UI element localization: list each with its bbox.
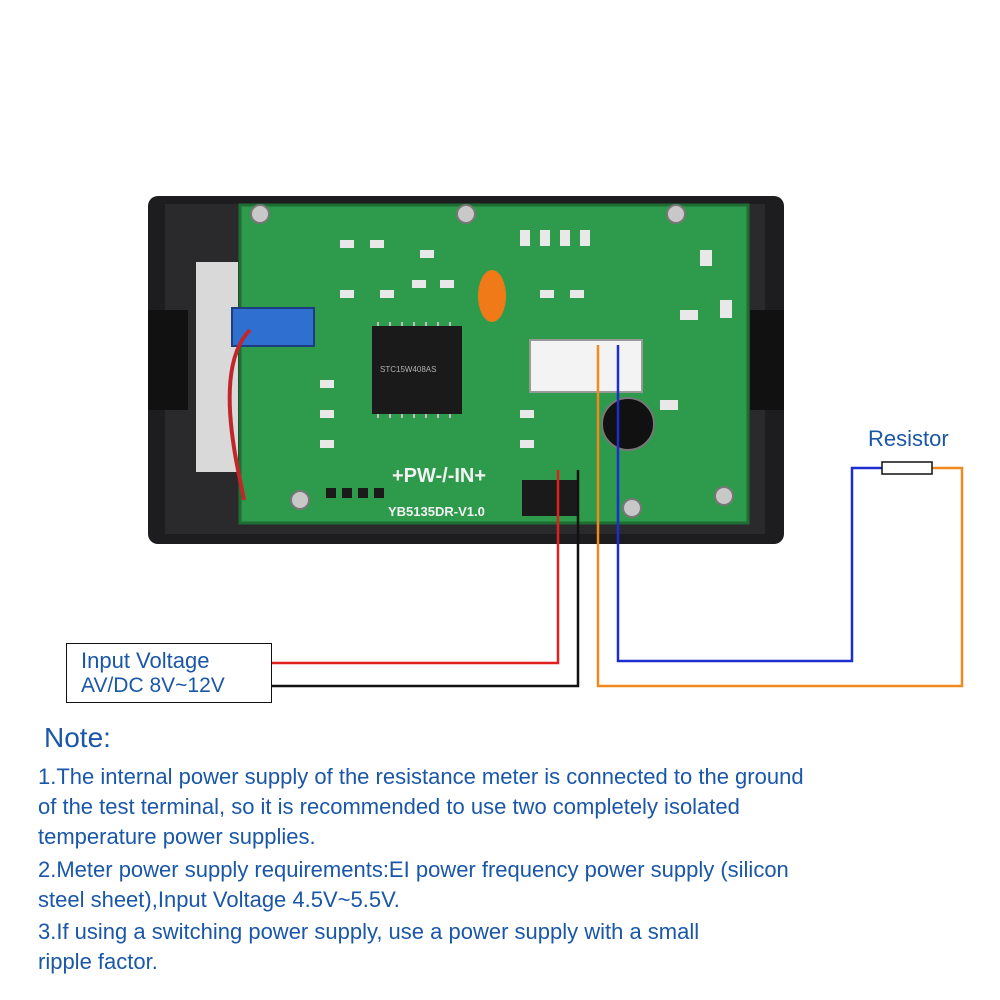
input-voltage-box: Input Voltage AV/DC 8V~12V (66, 643, 272, 703)
chip-marking: STC15W408AS (380, 365, 436, 374)
pcb-model-silkscreen: YB5135DR-V1.0 (388, 504, 485, 519)
pads-grid (326, 488, 384, 498)
screw-right (714, 486, 734, 506)
pcb-board (240, 205, 748, 523)
pcb-terminal-silkscreen: +PW-/-IN+ (392, 465, 486, 487)
resistor-label: Resistor (868, 426, 949, 451)
smd-components (320, 230, 732, 448)
resistor-symbol (881, 461, 933, 475)
meter-photo-diagram: +PW-/-IN+ YB5135DR-V1.0 STC15W408AS (148, 196, 964, 688)
board-wire (227, 328, 252, 501)
housing-clip-right (750, 310, 784, 410)
chip-pins (377, 322, 451, 418)
terminal-header (522, 480, 578, 516)
wire-black (272, 470, 580, 688)
note-title: Note: (44, 722, 111, 753)
wire-blue (616, 345, 882, 663)
microcontroller-chip (372, 326, 462, 414)
screw-top-mid (456, 204, 476, 224)
wire-red (272, 470, 560, 665)
electrolytic-capacitor (601, 397, 655, 451)
pcb-edge (238, 203, 750, 525)
note-item-1: 1.The internal power supply of the resis… (38, 764, 804, 849)
screw-bottom-left (290, 490, 310, 510)
orange-capacitor (478, 270, 506, 322)
note-item-2: 2.Meter power supply requirements:EI pow… (38, 857, 789, 912)
mounting-screws (250, 204, 734, 518)
screw-bottom-right (622, 498, 642, 518)
screw-top-left (250, 204, 270, 224)
trim-potentiometer (231, 307, 315, 347)
wire-orange (596, 345, 964, 688)
screw-top-right (666, 204, 686, 224)
note-item-3: 3.If using a switching power supply, use… (38, 919, 700, 974)
input-voltage-range: AV/DC 8V~12V (81, 674, 225, 697)
white-connector (529, 339, 643, 393)
housing-clip-left (148, 310, 188, 410)
input-voltage-label: Input Voltage (81, 648, 210, 673)
